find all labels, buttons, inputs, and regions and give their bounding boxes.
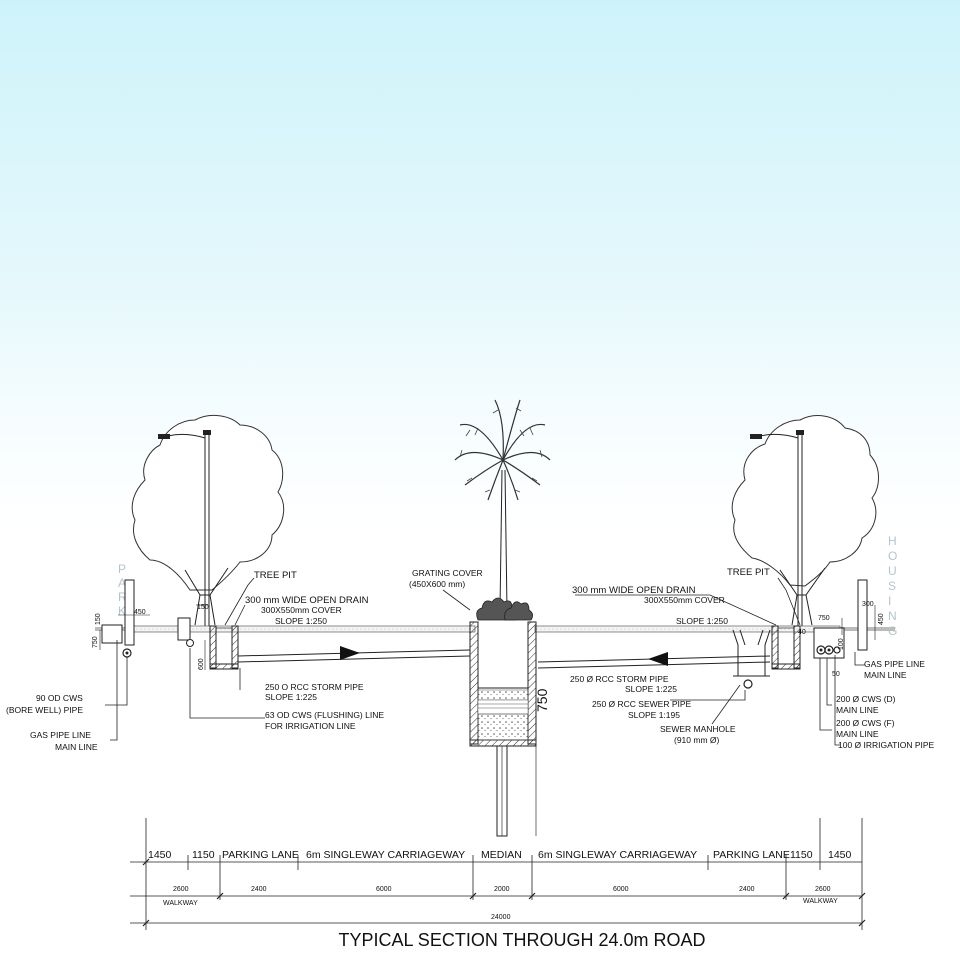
- housing-letter-3: S: [888, 579, 897, 593]
- label-irrigation-pipe: 100 Ø IRRIGATION PIPE: [838, 740, 935, 750]
- label-storm-pipe-right: 250 Ø RCC STORM PIPE: [570, 674, 669, 684]
- label-storm-pipe-right-slope: SLOPE 1:225: [625, 684, 677, 694]
- dim-top-2: PARKING LANE: [222, 849, 299, 861]
- label-drain-right: 300 mm WIDE OPEN DRAIN: [572, 585, 696, 596]
- label-tree-pit-right: TREE PIT: [727, 567, 770, 578]
- housing-letter-5: N: [888, 609, 898, 623]
- tree-left: [131, 414, 285, 591]
- label-cws-d-2: MAIN LINE: [836, 705, 879, 715]
- label-median-depth: 750: [534, 688, 550, 712]
- dim-total-width: 24000: [491, 914, 511, 921]
- flow-arrow-left: [340, 646, 360, 660]
- dim-150-pit: 150: [197, 604, 209, 611]
- label-cws-borewell-1: 90 OD CWS: [36, 693, 83, 703]
- flow-arrow-right: [648, 652, 668, 666]
- dim-100-right: 100: [838, 638, 845, 650]
- housing-letter-1: O: [888, 549, 898, 563]
- label-sewer-manhole: SEWER MANHOLE: [660, 724, 736, 734]
- median-palm-tree: [454, 399, 551, 621]
- label-storm-pipe-left: 250 O RCC STORM PIPE: [265, 682, 364, 692]
- dim-300-right: 300: [862, 601, 874, 608]
- dim-top-6: PARKING LANE: [713, 849, 790, 861]
- label-cws-borewell-2: (BORE WELL) PIPE: [6, 705, 83, 715]
- dim-top-0: 1450: [148, 849, 172, 861]
- dim-top-1: 1150: [192, 849, 215, 861]
- walkway-right: WALKWAY: [803, 898, 838, 905]
- dim-600-pit: 600: [198, 658, 205, 670]
- label-slope-left: SLOPE 1:250: [275, 616, 327, 626]
- label-cws-flushing: 63 OD CWS (FLUSHING) LINE: [265, 710, 384, 720]
- leader-lines: [105, 577, 865, 746]
- left-drain: [209, 625, 239, 670]
- dim-bottom-4: 6000: [613, 886, 629, 893]
- tree-right: [731, 415, 879, 587]
- storm-pipes: [237, 646, 771, 669]
- label-cws-f-1: 200 Ø CWS (F): [836, 718, 895, 728]
- dim-bottom-0: 2600: [173, 886, 189, 893]
- right-drain: [771, 625, 801, 670]
- label-slope-right: SLOPE 1:250: [676, 616, 728, 626]
- walkway-left: WALKWAY: [163, 900, 198, 907]
- label-grating-cover: GRATING COVER: [412, 568, 483, 578]
- street-light-left: [158, 430, 211, 628]
- dim-150-left: 150: [95, 613, 102, 625]
- dim-750-left: 750: [92, 636, 99, 648]
- housing-letter-2: U: [888, 564, 898, 578]
- side-label-park: P A R K: [118, 562, 128, 618]
- housing-letter-0: H: [888, 534, 898, 548]
- dim-bottom-6: 2600: [815, 886, 831, 893]
- dim-top-3: 6m SINGLEWAY CARRIAGEWAY: [306, 849, 465, 861]
- right-boundary: [813, 579, 868, 659]
- median-chamber: [469, 621, 537, 837]
- dim-40-right: 40: [798, 629, 806, 636]
- left-boundary: [101, 579, 194, 658]
- dim-bottom-2: 6000: [376, 886, 392, 893]
- park-letter-3: K: [118, 604, 127, 618]
- dimension-ticks: [142, 858, 866, 927]
- park-letter-1: A: [118, 576, 127, 590]
- label-gas-left-1: GAS PIPE LINE: [30, 730, 91, 740]
- label-gas-left-2: MAIN LINE: [55, 742, 98, 752]
- label-drain-left: 300 mm WIDE OPEN DRAIN: [245, 595, 369, 606]
- dim-bottom-1: 2400: [251, 886, 267, 893]
- dim-top-7: 1150: [790, 849, 813, 861]
- dim-bottom-3: 2000: [494, 886, 510, 893]
- label-drain-left-cover: 300X550mm COVER: [261, 605, 342, 615]
- label-irrigation-line: FOR IRRIGATION LINE: [265, 721, 356, 731]
- small-dims: [99, 604, 876, 670]
- label-gas-right-1: GAS PIPE LINE: [864, 659, 925, 669]
- label-tree-pit-left: TREE PIT: [254, 570, 297, 581]
- dim-top-5: 6m SINGLEWAY CARRIAGEWAY: [538, 849, 697, 861]
- park-letter-2: R: [118, 590, 128, 604]
- dim-bottom-5: 2400: [739, 886, 755, 893]
- dim-top-4: MEDIAN: [481, 849, 522, 861]
- dim-450-left: 450: [134, 609, 146, 616]
- label-sewer-pipe: 250 Ø RCC SEWER PIPE: [592, 699, 692, 709]
- side-label-housing: H O U S I N G: [888, 534, 898, 638]
- sewer-manhole: [732, 629, 771, 689]
- housing-letter-4: I: [888, 594, 892, 608]
- label-storm-pipe-left-slope: SLOPE 1:225: [265, 692, 317, 702]
- label-gas-right-2: MAIN LINE: [864, 670, 907, 680]
- label-grating-cover-size: (450X600 mm): [409, 579, 465, 589]
- dim-top-8: 1450: [828, 849, 852, 861]
- park-letter-0: P: [118, 562, 127, 576]
- label-cws-f-2: MAIN LINE: [836, 729, 879, 739]
- label-sewer-pipe-slope: SLOPE 1:195: [628, 710, 680, 720]
- diagram-title: TYPICAL SECTION THROUGH 24.0m ROAD: [338, 930, 705, 950]
- label-drain-right-cover: 300X550mm COVER: [644, 595, 725, 605]
- dimension-chain: [130, 818, 863, 930]
- dim-750-right: 750: [818, 615, 830, 622]
- street-light-right: [750, 430, 804, 628]
- dim-50-right: 50: [832, 671, 840, 678]
- dim-450-right: 450: [878, 613, 885, 625]
- label-cws-d-1: 200 Ø CWS (D): [836, 694, 896, 704]
- label-sewer-manhole-size: (910 mm Ø): [674, 735, 720, 745]
